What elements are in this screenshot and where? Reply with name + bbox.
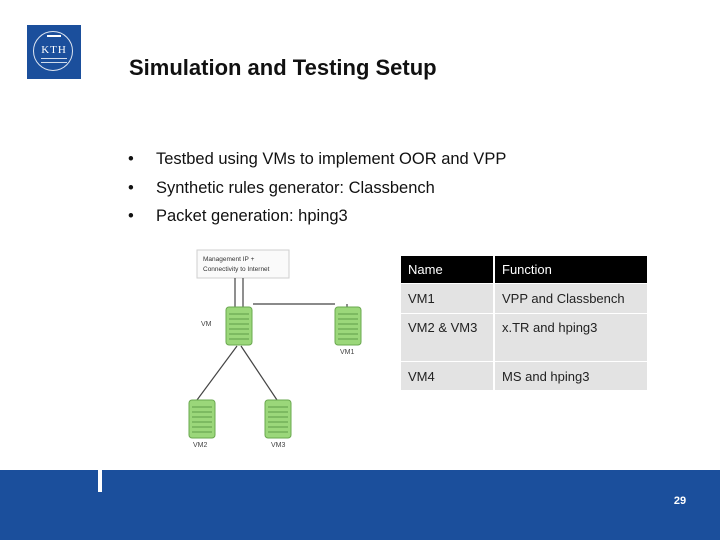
bullet-list: • Testbed using VMs to implement OOR and … <box>128 147 506 233</box>
connector-line <box>196 345 238 401</box>
column-header-name: Name <box>401 256 495 284</box>
footer-band-left <box>0 470 98 492</box>
bullet-icon: • <box>128 150 134 168</box>
cell-function: VPP and Classbench <box>495 284 647 314</box>
column-header-function: Function <box>495 256 647 284</box>
logo-text: KTH <box>41 44 67 56</box>
server-vm1-icon <box>225 306 253 346</box>
mgmt-label-1: Management IP + <box>203 256 255 263</box>
function-table: Name Function VM1 VPP and Classbench VM2… <box>401 256 647 391</box>
logo-seal <box>33 31 73 71</box>
kth-logo: KTH <box>27 25 81 79</box>
cell-name: VM2 & VM3 <box>401 314 495 362</box>
server-vm-right-icon <box>334 306 362 346</box>
table-row: VM4 MS and hping3 <box>401 362 647 391</box>
bullet-item: • Synthetic rules generator: Classbench <box>128 176 506 205</box>
cell-name: VM1 <box>401 284 495 314</box>
bullet-icon: • <box>128 178 134 197</box>
table-header-row: Name Function <box>401 256 647 284</box>
slide-title: Simulation and Testing Setup <box>129 55 437 80</box>
page-number: 29 <box>673 495 687 507</box>
cell-function: MS and hping3 <box>495 362 647 391</box>
table-row: VM2 & VM3 x.TR and hping3 <box>401 314 647 362</box>
bullet-item: • Packet generation: hping3 <box>128 204 506 233</box>
logo-line <box>41 62 67 63</box>
table-row: VM1 VPP and Classbench <box>401 284 647 314</box>
server-vm2-icon <box>188 399 216 439</box>
vm-right-label: VM1 <box>340 349 355 356</box>
bullet-icon: • <box>128 207 134 225</box>
management-box: Management IP + Connectivity to Internet <box>196 249 290 279</box>
server-vm3-icon <box>264 399 292 439</box>
vm1-label: VM <box>201 321 212 328</box>
bullet-item: • Testbed using VMs to implement OOR and … <box>128 147 506 176</box>
vm2-label: VM2 <box>193 442 208 449</box>
bullet-text: Testbed using VMs to implement OOR and V… <box>156 150 507 168</box>
footer-band-right <box>102 470 720 540</box>
testbed-diagram: Management IP + Connectivity to Internet… <box>188 249 362 449</box>
logo-line <box>41 58 67 59</box>
bullet-text: Synthetic rules generator: Classbench <box>156 178 435 197</box>
cell-function: x.TR and hping3 <box>495 314 647 362</box>
cell-name: VM4 <box>401 362 495 391</box>
connector-line <box>240 345 278 401</box>
logo-crown <box>47 35 61 40</box>
bullet-text: Packet generation: hping3 <box>156 207 348 225</box>
vm3-label: VM3 <box>271 442 286 449</box>
mgmt-label-2: Connectivity to Internet <box>203 266 270 273</box>
